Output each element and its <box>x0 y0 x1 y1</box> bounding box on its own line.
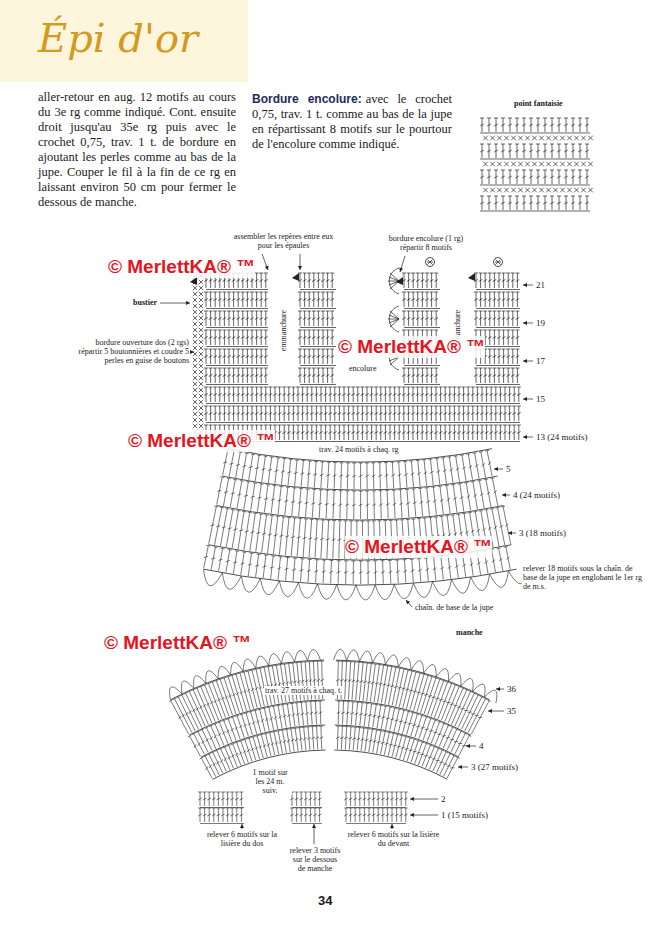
row-number: 4 (24 motifs) <box>512 490 561 500</box>
part-name: bustier <box>132 298 158 307</box>
header-band <box>0 0 248 82</box>
row-number: 1 (15 motifs) <box>440 810 489 820</box>
row-number: 35 <box>506 706 517 716</box>
arrow-head <box>410 797 414 801</box>
bodice-stitches <box>193 273 521 446</box>
chart-note: emmanchure <box>279 308 288 351</box>
watermark: © MerlettKA® ™ <box>345 536 492 558</box>
watermark: © MerlettKA® ™ <box>108 256 255 278</box>
arrow-head <box>190 350 194 354</box>
row-number: 36 <box>506 684 517 694</box>
arrow-head <box>466 744 470 748</box>
leader-line <box>400 256 405 272</box>
watermark: © MerlettKA® ™ <box>128 430 275 452</box>
chart-note: encolure <box>348 364 378 373</box>
arrow-head <box>523 397 527 401</box>
arrow-head <box>298 266 302 270</box>
leader-line <box>262 254 268 270</box>
arrow-head <box>494 467 498 471</box>
row-number: 2 <box>440 794 447 804</box>
arrow-head <box>523 283 527 287</box>
watermark: © MerlettKA® ™ <box>104 632 251 654</box>
arrow-head <box>240 824 244 828</box>
marker-circle <box>494 258 503 267</box>
row-number: 19 <box>535 318 546 328</box>
chart-note: trav. 24 motifs à chaq. rg <box>318 445 400 454</box>
arrow-head <box>523 359 527 363</box>
row-number: 3 (18 motifs) <box>518 528 567 538</box>
chart-note: bordure encolure (1 rg) répartir 8 motif… <box>385 234 467 252</box>
section-heading: Bordure encolure: <box>252 92 362 106</box>
join-marker <box>292 273 299 281</box>
marker-star <box>495 260 501 265</box>
chart-note: relever 18 motifs sous la chaîn. de base… <box>522 564 646 591</box>
arrow-head <box>508 531 512 535</box>
arrow-head <box>406 600 410 604</box>
text-column: Bordure encolure:avec le crochet 0,75, t… <box>252 92 452 152</box>
marker-star <box>427 260 433 265</box>
join-marker <box>190 277 197 285</box>
arrow-head <box>523 321 527 325</box>
chart-note: chaîn. de base de la jupe <box>414 603 494 612</box>
chart-note: trav. 27 motifs à chaq. t. <box>264 686 343 695</box>
part-name: manche <box>455 628 484 637</box>
leader-line <box>160 303 190 304</box>
stitch-sample <box>480 118 593 211</box>
arrow-head <box>523 435 527 439</box>
leader-line <box>406 600 412 607</box>
sleeve-stitches <box>169 649 497 823</box>
chart-title: point fantaisie <box>513 99 564 108</box>
page-title: Épi d'or <box>38 14 198 62</box>
row-number: 13 (24 motifs) <box>535 432 589 442</box>
chart-note: relever 6 motifs sur la lisière du devan… <box>345 830 442 848</box>
arrow-head <box>502 493 506 497</box>
chart-note: assembler les repères entre eux pour les… <box>225 232 342 250</box>
row-number: 5 <box>505 464 512 474</box>
row-number: 4 <box>478 741 485 751</box>
chart-note: bordure ouverture dos (2 rgs) répartir 5… <box>70 338 190 365</box>
arrow-head <box>410 813 414 817</box>
arrow-head <box>458 765 462 769</box>
row-number: 15 <box>535 394 546 404</box>
leader-line <box>410 799 438 800</box>
arrow-head <box>312 824 316 828</box>
arrow-head <box>399 268 403 272</box>
chart-note: 1 motif sur les 24 m. suiv. <box>248 768 292 795</box>
row-number: 17 <box>535 356 546 366</box>
chart-note: relever 3 motifs sur le dessous de manch… <box>288 846 342 873</box>
arrow-head <box>390 824 394 828</box>
arrow-head <box>488 709 492 713</box>
chart-note: relever 6 motifs sur la lisière du dos <box>198 830 286 848</box>
body-text: aller-retour en aug. 12 motifs au cours … <box>38 90 236 210</box>
arrow-head <box>265 266 269 270</box>
watermark: © MerlettKA® ™ <box>338 336 485 358</box>
leader-line <box>410 815 438 816</box>
arrow-head <box>496 687 500 691</box>
page-number: 34 <box>318 893 332 908</box>
arrow-head <box>186 301 190 305</box>
marker-circle <box>426 258 435 267</box>
row-number: 3 (27 motifs) <box>470 762 519 772</box>
skirt-stitches <box>204 449 528 600</box>
join-marker <box>468 273 475 281</box>
row-number: 21 <box>535 280 546 290</box>
join-marker <box>396 277 403 285</box>
